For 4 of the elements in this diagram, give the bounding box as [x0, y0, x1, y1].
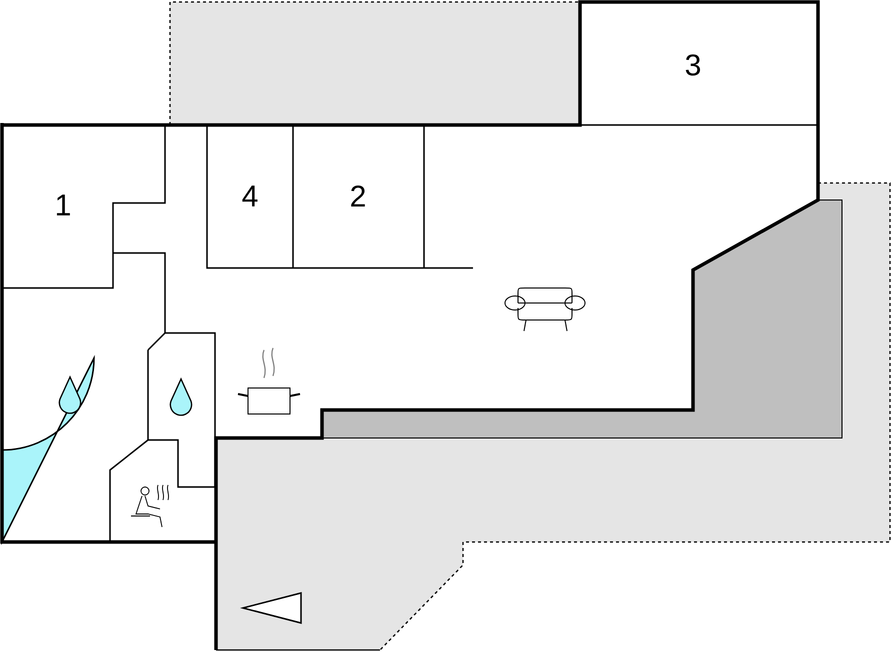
room-number: 4	[242, 186, 258, 206]
room-number: 2	[351, 186, 365, 206]
room-number: 3	[686, 54, 700, 76]
room-number: 1	[56, 194, 70, 216]
